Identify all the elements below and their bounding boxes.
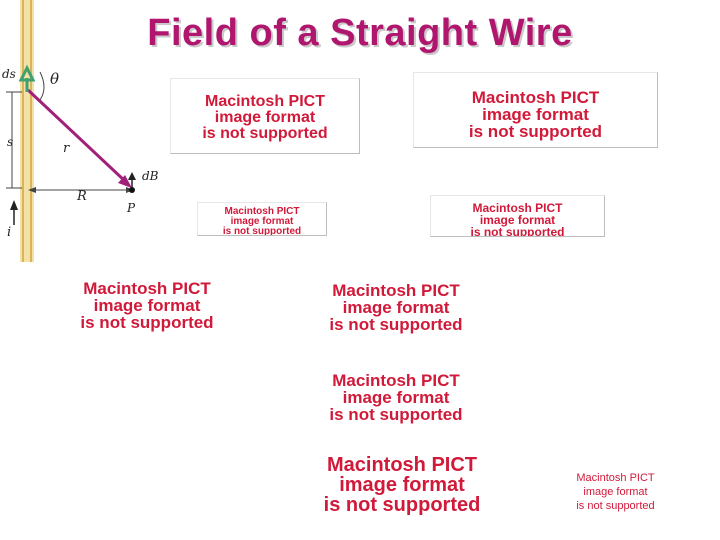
pict-line-1: Macintosh PICT — [576, 472, 655, 484]
wire-diagram: ds θ r s R dB P i — [2, 0, 159, 262]
pict-placeholder-1: Macintosh PICT image format is not suppo… — [170, 78, 360, 154]
pict-placeholder-7: Macintosh PICT image format is not suppo… — [276, 372, 516, 428]
label-ds: ds — [2, 67, 16, 81]
label-r: r — [63, 141, 70, 156]
pict-line-2: image format — [342, 388, 450, 407]
dB-vector-head — [128, 172, 136, 180]
label-i: i — [7, 225, 11, 240]
pict-placeholder-4: Macintosh PICT image format is not suppo… — [430, 195, 605, 237]
pict-line-2: image format — [93, 296, 201, 315]
pict-line-3: is not supported — [80, 313, 214, 332]
pict-line-1: Macintosh PICT — [83, 280, 211, 298]
label-dB: dB — [142, 169, 159, 183]
pict-line-1: Macintosh PICT — [332, 282, 460, 300]
pict-line-3: is not supported — [222, 226, 302, 236]
label-R: R — [76, 189, 87, 204]
pict-line-2: image format — [230, 216, 294, 227]
point-P — [129, 187, 135, 193]
pict-line-3: is not supported — [468, 122, 603, 141]
pict-line-3: is not supported — [470, 225, 565, 237]
pict-line-1: Macintosh PICT — [326, 455, 477, 476]
pict-line-1: Macintosh PICT — [471, 88, 600, 107]
r-vector-head — [118, 175, 132, 188]
pict-line-1: Macintosh PICT — [472, 201, 563, 215]
pict-line-1: Macintosh PICT — [224, 206, 300, 217]
pict-line-2: image format — [214, 109, 316, 126]
pict-placeholder-9: Macintosh PICT image format is not suppo… — [568, 472, 663, 516]
label-s: s — [7, 135, 13, 149]
theta-arc — [39, 71, 45, 101]
pict-line-2: image format — [339, 474, 465, 496]
pict-placeholder-5: Macintosh PICT image format is not suppo… — [22, 280, 272, 336]
label-P: P — [126, 201, 136, 215]
label-theta: θ — [50, 70, 59, 88]
pict-placeholder-3: Macintosh PICT image format is not suppo… — [197, 202, 327, 236]
pict-line-1: Macintosh PICT — [204, 93, 325, 110]
pict-line-3: is not supported — [323, 494, 481, 516]
pict-placeholder-8: Macintosh PICT image format is not suppo… — [252, 455, 552, 517]
R-arrow-left — [28, 187, 36, 193]
pict-placeholder-6: Macintosh PICT image format is not suppo… — [276, 282, 516, 338]
pict-line-3: is not supported — [576, 499, 655, 512]
current-arrow-head — [10, 200, 18, 210]
pict-line-2: image format — [342, 298, 450, 317]
pict-line-3: is not supported — [202, 125, 328, 142]
r-vector — [26, 88, 128, 184]
pict-line-3: is not supported — [329, 315, 463, 334]
slide-title: Field of a Straight Wire — [147, 12, 573, 54]
pict-line-2: image format — [479, 213, 556, 227]
pict-placeholder-2: Macintosh PICT image format is not suppo… — [413, 72, 658, 148]
pict-line-2: image format — [482, 105, 589, 124]
pict-line-2: image format — [583, 485, 648, 498]
pict-line-3: is not supported — [329, 405, 463, 424]
pict-line-1: Macintosh PICT — [332, 372, 460, 390]
